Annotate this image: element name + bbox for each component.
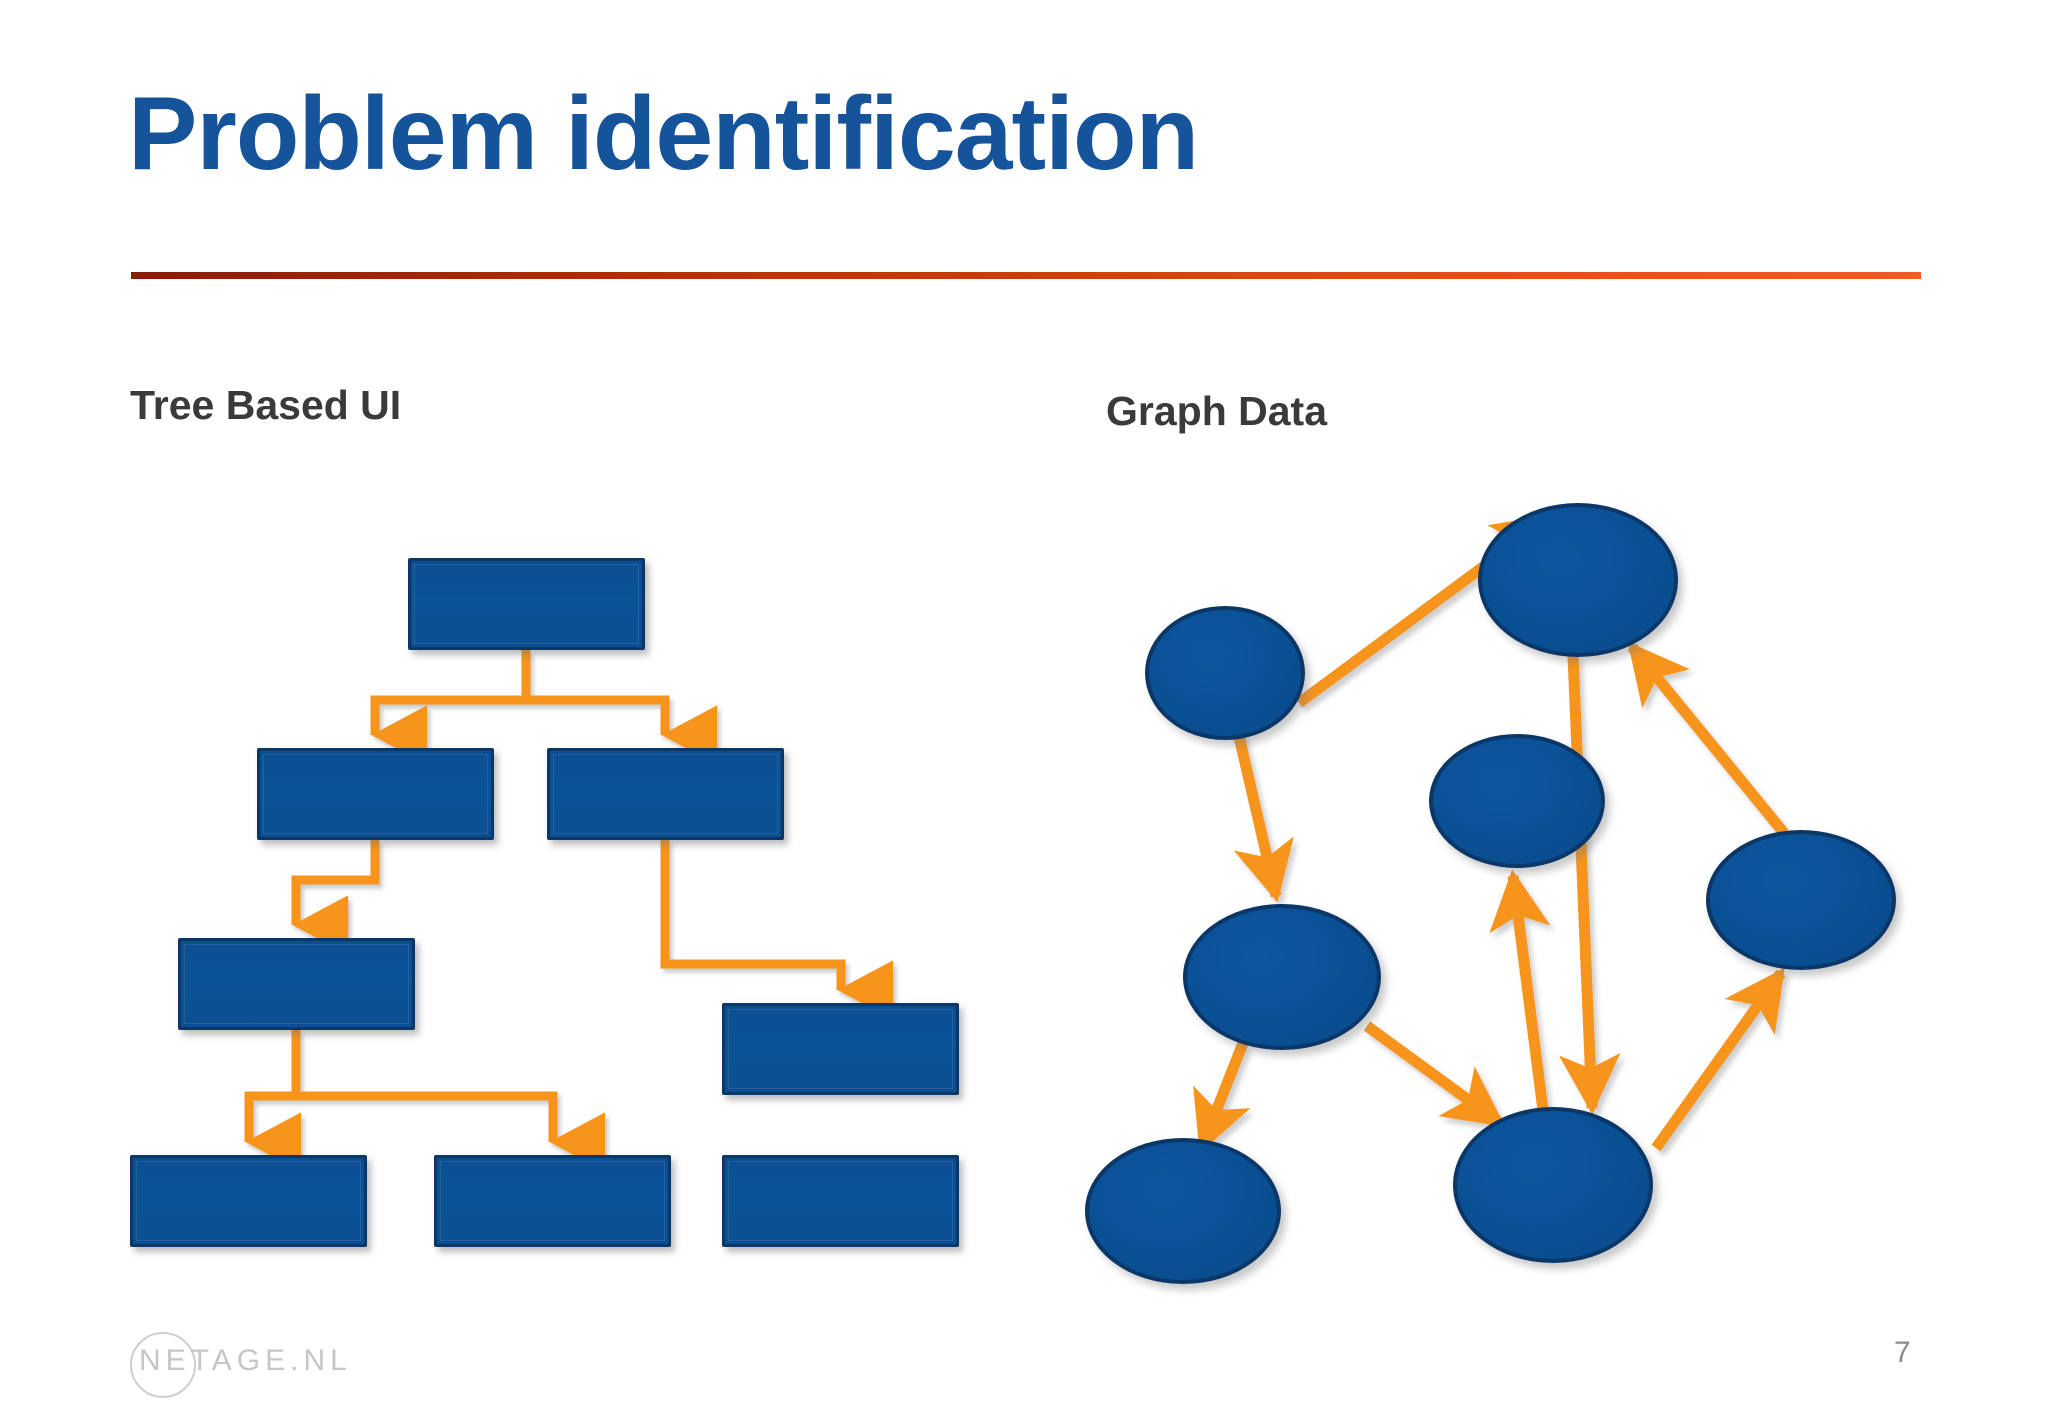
graph-node-7[interactable] [1085,1138,1281,1284]
tree-edge-t3-t5 [660,840,894,1020]
graph-node-2[interactable] [1478,503,1678,657]
section-heading-tree: Tree Based UI [130,382,402,428]
tree-node-leaf-3[interactable] [722,1155,959,1247]
graph-edge-g6-g4 [1651,967,1786,1152]
section-heading-graph: Graph Data [1106,388,1327,434]
graph-edge-g6-g3 [1489,869,1551,1111]
tree-node-level1-left[interactable] [257,748,494,840]
tree-edge-t1-t3 [521,650,718,765]
netage-logo: NETAGE.NL [125,1328,365,1398]
tree-edge-t2-t4 [291,840,380,955]
graph-edge-g1-g5 [1232,730,1294,903]
tree-node-leaf-2[interactable] [434,1155,671,1247]
logo-circle-icon [130,1332,196,1398]
graph-diagram [1024,0,2048,1418]
title-divider-rule [131,272,1921,279]
graph-edge-g5-g7 [1193,1040,1251,1154]
tree-node-level2-left[interactable] [178,938,415,1030]
graph-edge-g4-g2 [1627,641,1789,837]
graph-edge-g5-g6 [1363,1021,1506,1128]
page-title: Problem identification [128,76,1199,192]
tree-node-level2-right[interactable] [722,1003,959,1095]
page-number: 7 [1894,1336,1911,1369]
graph-node-4[interactable] [1706,830,1896,970]
graph-edge-g2-g6 [1558,654,1621,1115]
tree-diagram [130,558,959,1247]
tree-node-leaf-1[interactable] [130,1155,367,1247]
graph-node-3[interactable] [1429,734,1605,868]
tree-node-root[interactable] [408,558,645,650]
tree-edge-t1-t2 [370,650,531,765]
tree-node-level1-right[interactable] [547,748,784,840]
graph-node-5[interactable] [1183,904,1381,1050]
tree-edge-t4-t7 [291,1030,606,1172]
graph-node-6[interactable] [1453,1107,1653,1263]
logo-text: NETAGE.NL [139,1344,352,1377]
graph-node-1[interactable] [1145,606,1305,740]
tree-edge-t4-t6 [244,1030,302,1172]
